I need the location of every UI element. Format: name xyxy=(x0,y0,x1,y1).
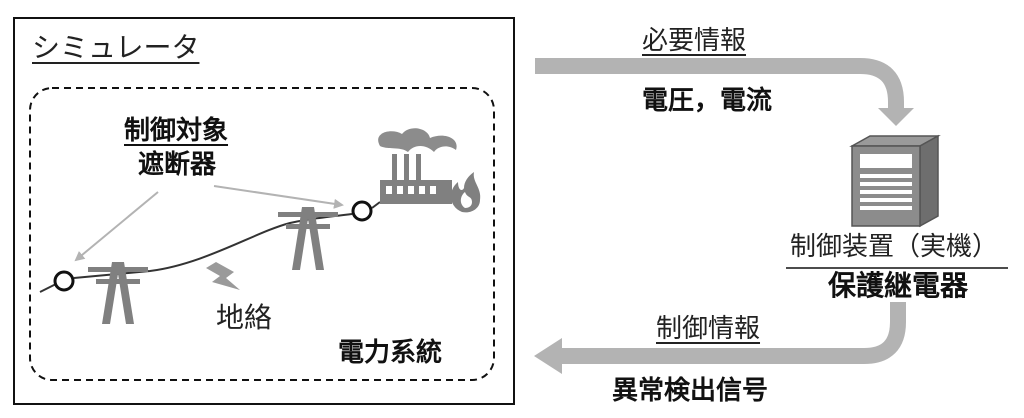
transmission-tower-right-icon xyxy=(278,207,338,270)
bottom-flow-heading: 制御情報 xyxy=(656,314,761,344)
relay-device-icon xyxy=(849,134,941,228)
lightning-icon xyxy=(206,262,240,290)
device-name: 保護継電器 xyxy=(828,269,969,302)
circuit-breaker-right-icon xyxy=(351,200,373,222)
pointer-arrow-left xyxy=(74,191,159,262)
top-flow-detail: 電圧，電流 xyxy=(642,86,773,116)
simulator-box xyxy=(13,17,515,405)
bottom-flow-arrow xyxy=(534,302,906,374)
power-system-label: 電力系統 xyxy=(338,338,443,368)
circuit-breaker-left-icon xyxy=(53,270,75,292)
device-label: 制御装置（実機） xyxy=(790,232,999,262)
pointer-arrow-right xyxy=(213,185,344,209)
top-flow-heading: 必要情報 xyxy=(642,26,747,56)
ground-fault-label: 地絡 xyxy=(216,301,273,334)
transmission-line xyxy=(39,201,381,293)
power-plant-icon xyxy=(378,128,457,204)
simulator-title: シミュレータ xyxy=(32,31,200,64)
bottom-flow-detail: 異常検出信号 xyxy=(612,376,769,406)
transmission-tower-left-icon xyxy=(88,262,148,324)
fire-icon xyxy=(450,172,481,213)
control-target-heading: 制御対象 xyxy=(124,116,229,146)
control-target-name: 遮断器 xyxy=(138,150,217,180)
top-flow-arrow xyxy=(535,58,914,126)
power-system-region xyxy=(29,87,495,381)
